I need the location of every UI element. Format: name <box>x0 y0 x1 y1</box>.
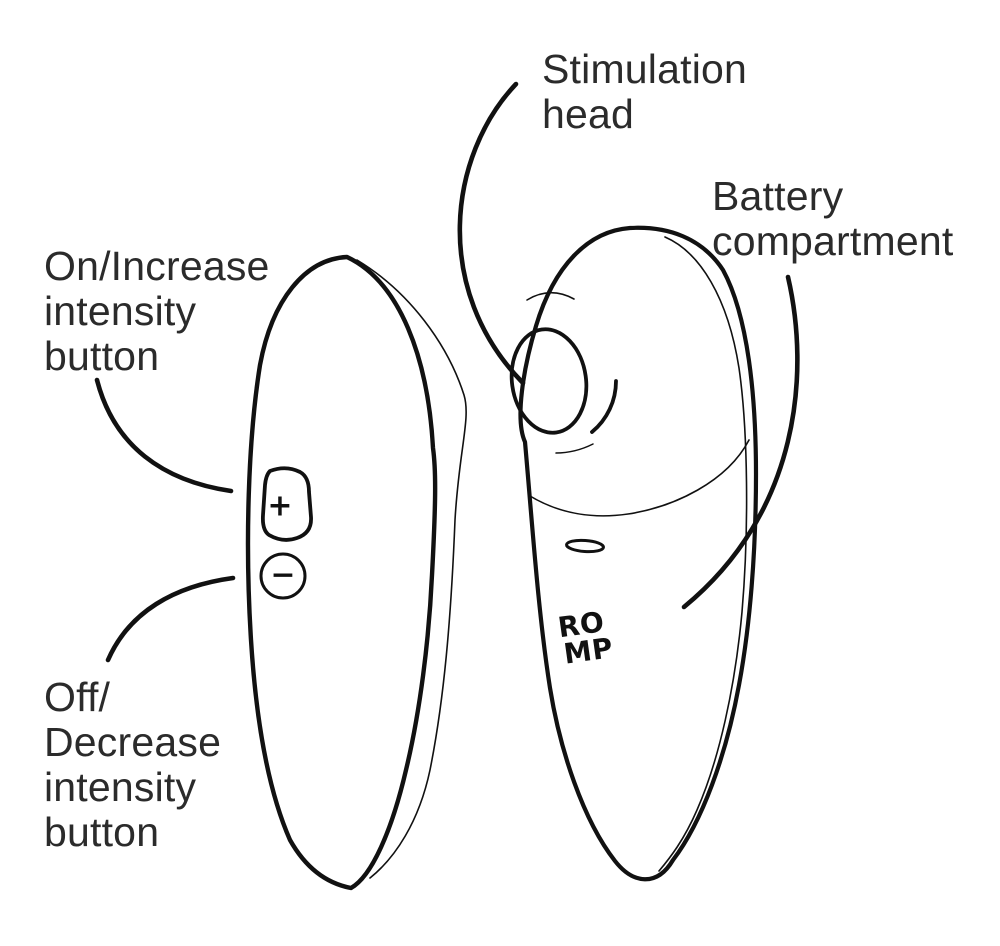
plus-button-shape <box>260 466 313 542</box>
brand-logo: RO MP <box>556 605 616 671</box>
label-battery-compartment: Battery compartment <box>712 174 953 264</box>
label-line: compartment <box>712 218 954 264</box>
indicator-slit <box>565 538 605 554</box>
plus-icon: + <box>267 489 292 524</box>
label-line: Stimulation <box>542 46 748 92</box>
front-view-outline <box>518 225 759 882</box>
side-view-head-profile-line <box>356 259 467 879</box>
side-view-outline <box>245 254 438 891</box>
label-on-increase: On/Increase intensity button <box>44 244 270 379</box>
brand-logo-line1: RO <box>556 605 607 644</box>
head-crease-line <box>526 291 575 301</box>
label-line: Off/ <box>44 674 111 720</box>
label-line: button <box>44 809 160 855</box>
label-line: head <box>542 91 635 137</box>
device-side-view: + − <box>245 254 467 891</box>
head-contour-arc-small <box>555 443 594 454</box>
leader-off-decrease <box>105 575 236 663</box>
minus-icon: − <box>270 558 295 593</box>
head-contour-arc <box>590 379 618 434</box>
stimulation-head-opening <box>509 327 589 435</box>
label-line: Battery <box>712 173 844 219</box>
front-view-inner-edge-line <box>658 236 748 872</box>
head-body-separator-line <box>529 439 750 517</box>
label-line: On/Increase <box>44 243 270 289</box>
label-line: button <box>44 333 160 379</box>
label-stimulation-head: Stimulation head <box>542 47 747 137</box>
label-line: intensity <box>44 764 197 810</box>
brand-logo-line2: MP <box>562 631 616 671</box>
label-line: intensity <box>44 288 197 334</box>
minus-button-shape <box>259 552 307 600</box>
leader-stimulation-head <box>457 81 526 386</box>
leader-lines <box>94 81 800 663</box>
leader-on-increase <box>94 377 234 494</box>
device-front-view: RO MP <box>509 225 759 882</box>
label-line: Decrease <box>44 719 222 765</box>
label-off-decrease: Off/ Decrease intensity button <box>44 675 221 855</box>
leader-battery-compartment <box>681 274 800 610</box>
